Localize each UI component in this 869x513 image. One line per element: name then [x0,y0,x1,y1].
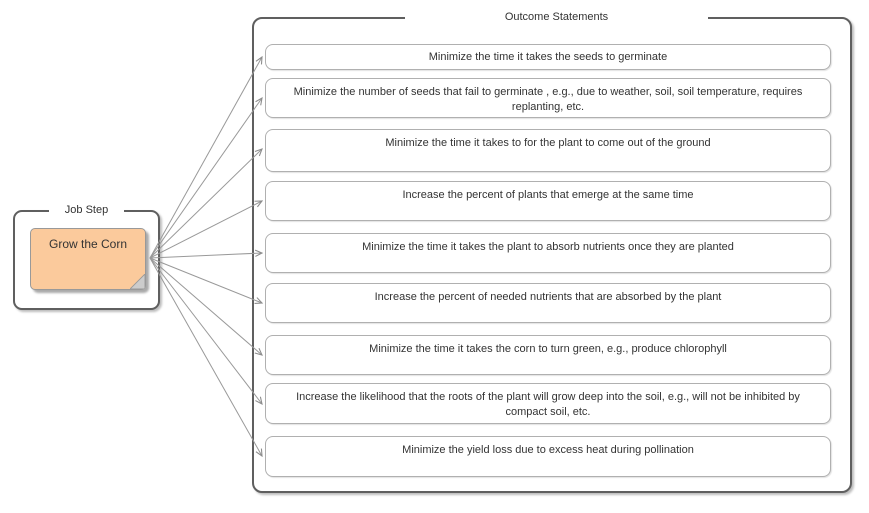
connector-arrow [149,96,263,259]
job-step-panel-title: Job Step [49,203,124,218]
connector-arrow [149,55,263,259]
connector-arrow [149,257,263,458]
outcome-statement: Increase the likelihood that the roots o… [265,383,831,424]
outcome-statement: Minimize the time it takes to for the pl… [265,129,831,172]
folded-corner-icon [130,274,145,289]
outcome-statement: Minimize the number of seeds that fail t… [265,78,831,118]
outcome-statement: Minimize the time it takes the seeds to … [265,44,831,70]
outcome-statement: Increase the percent of needed nutrients… [265,283,831,323]
connector-arrow [149,257,264,304]
connector-arrow [149,257,263,406]
outcome-statement: Increase the percent of plants that emer… [265,181,831,221]
outcome-statement: Minimize the yield loss due to excess he… [265,436,831,477]
job-step-card-label: Grow the Corn [48,237,128,251]
outcome-statement: Minimize the time it takes the corn to t… [265,335,831,375]
connector-arrow [149,249,264,259]
outcome-statements-panel-title: Outcome Statements [405,10,708,25]
outcome-statement: Minimize the time it takes the plant to … [265,233,831,273]
connector-arrow [149,200,264,259]
connector-arrow [149,257,263,356]
connector-arrow [149,148,263,259]
job-step-card: Grow the Corn [30,228,146,290]
